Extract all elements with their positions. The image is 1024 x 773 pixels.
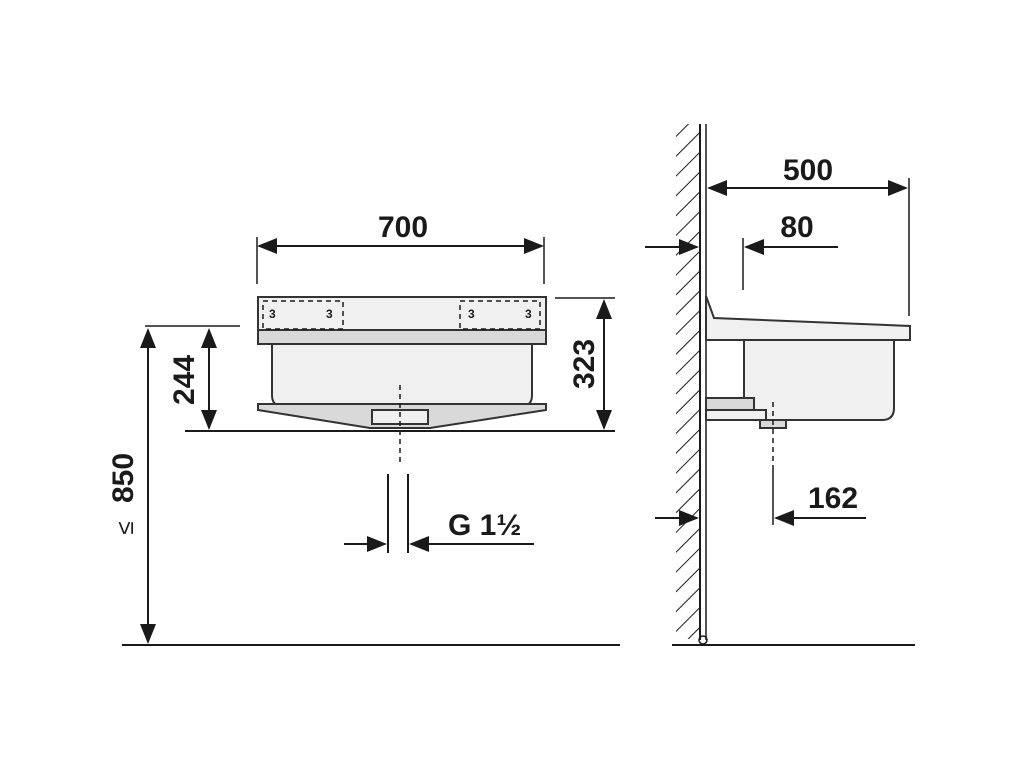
basin-side <box>705 295 911 470</box>
bracket-mark-right: 3 <box>468 307 475 321</box>
bracket-left <box>262 300 344 330</box>
bracket-mark-left-2: 3 <box>326 307 333 321</box>
side-bracket-lower <box>705 409 767 421</box>
drain-thread-label: G 1½ <box>448 509 521 542</box>
side-bowl <box>743 339 895 421</box>
wall-hatch <box>676 124 700 639</box>
side-bracket <box>705 397 755 411</box>
mount-height-label: 850 <box>107 453 140 503</box>
drain-offset-label: 162 <box>808 482 858 515</box>
mount-height-qualifier: ≤ <box>112 521 139 534</box>
edge-offset-label: 80 <box>780 211 813 244</box>
front-view: 3 3 3 3 700 244 323 850 ≤ G 1½ <box>107 211 620 646</box>
rim-height-label: 244 <box>168 355 201 405</box>
depth-label: 500 <box>783 154 833 187</box>
basin-bowl <box>271 343 533 407</box>
width-label: 700 <box>378 211 428 244</box>
bracket-mark-right-2: 3 <box>525 307 532 321</box>
bowl-height-label: 323 <box>568 339 601 389</box>
basin-front: 3 3 3 3 <box>257 296 547 465</box>
bracket-mark-left: 3 <box>269 307 276 321</box>
bracket-right <box>459 300 541 330</box>
side-rim <box>705 295 911 341</box>
side-view: 500 80 162 <box>645 124 915 646</box>
basin-rim-edge <box>257 329 547 345</box>
